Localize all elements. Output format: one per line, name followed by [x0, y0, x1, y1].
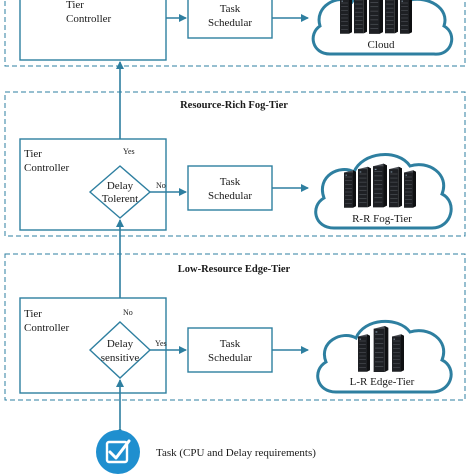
edge-yes-label: Yes	[155, 339, 167, 348]
edge-tier-controller-label-2: Controller	[24, 322, 70, 334]
fog-tier-scheduler-label-2: Schedular	[208, 190, 252, 202]
server-rack-icon	[354, 0, 367, 34]
cloud-label: Cloud	[368, 39, 395, 51]
server-rack-icon	[369, 0, 383, 34]
server-rack-icon	[392, 334, 404, 372]
fog-tier-frame	[4, 91, 466, 237]
edge-cloud-shape: L-R Edge-Tier	[316, 319, 453, 394]
edge-tier: Low-Resource Edge-Tier Tier Controller D…	[4, 253, 466, 401]
server-rack-icon	[389, 166, 402, 208]
server-rack-icon	[373, 163, 387, 208]
cloud-tier-controller-label: Tier	[66, 0, 84, 11]
cloud-tier-frame	[4, 0, 466, 67]
server-rack-icon	[373, 326, 389, 372]
server-rack-icon	[358, 166, 371, 208]
fog-decision-label: Delay	[107, 180, 134, 192]
fog-tier-title: Resource-Rich Fog-Tier	[180, 100, 288, 111]
fog-decision-label-2: Tolerent	[102, 193, 139, 205]
fog-cloud-shape: R-R Fog-Tier	[314, 153, 453, 230]
server-rack-icon	[385, 0, 398, 34]
cloud-tier-scheduler-label: Task	[220, 3, 241, 15]
edge-tier-controller-box	[19, 297, 167, 394]
edge-tier-scheduler-label-2: Schedular	[208, 352, 252, 364]
fog-yes-label: Yes	[123, 147, 135, 156]
task: Task (CPU and Delay requirements)	[96, 430, 316, 474]
checkbox-icon	[96, 430, 140, 474]
edge-tier-scheduler-label: Task	[220, 338, 241, 350]
edge-tier-title: Low-Resource Edge-Tier	[178, 264, 291, 275]
fog-cloud-label: R-R Fog-Tier	[352, 213, 412, 225]
edge-decision-label-2: sensitive	[101, 352, 140, 364]
server-rack-icon	[344, 170, 356, 208]
edge-tier-frame	[4, 253, 466, 401]
fog-decision-diamond	[88, 165, 152, 219]
cloud-tier-controller-label-2: Controller	[66, 13, 112, 25]
fog-tier: Resource-Rich Fog-Tier Tier Controller D…	[4, 91, 466, 237]
cloud-shape: Cloud	[311, 0, 454, 56]
fog-no-label: No	[156, 181, 166, 190]
server-rack-icon	[404, 170, 416, 208]
server-rack-icon	[358, 334, 370, 372]
fog-tier-controller-label-2: Controller	[24, 162, 70, 174]
edge-decision-label: Delay	[107, 338, 134, 350]
edge-tier-scheduler-box	[187, 327, 273, 373]
cloud-tier: Tier Controller Task Schedular Cloud	[4, 0, 466, 67]
task-label: Task (CPU and Delay requirements)	[156, 447, 316, 459]
edge-decision-diamond	[88, 321, 152, 379]
edge-cloud-label: L-R Edge-Tier	[350, 376, 415, 388]
server-rack-icon	[340, 0, 352, 34]
edge-no-label: No	[123, 308, 133, 317]
fog-tier-controller-label: Tier	[24, 148, 42, 160]
fog-tier-scheduler-box	[187, 165, 273, 211]
edge-tier-controller-label: Tier	[24, 308, 42, 320]
cloud-tier-scheduler-label-2: Schedular	[208, 17, 252, 29]
cloud-tier-controller-box	[19, 0, 167, 61]
server-rack-icon	[400, 0, 412, 34]
fog-tier-scheduler-label: Task	[220, 176, 241, 188]
cloud-tier-scheduler-box	[187, 0, 273, 39]
